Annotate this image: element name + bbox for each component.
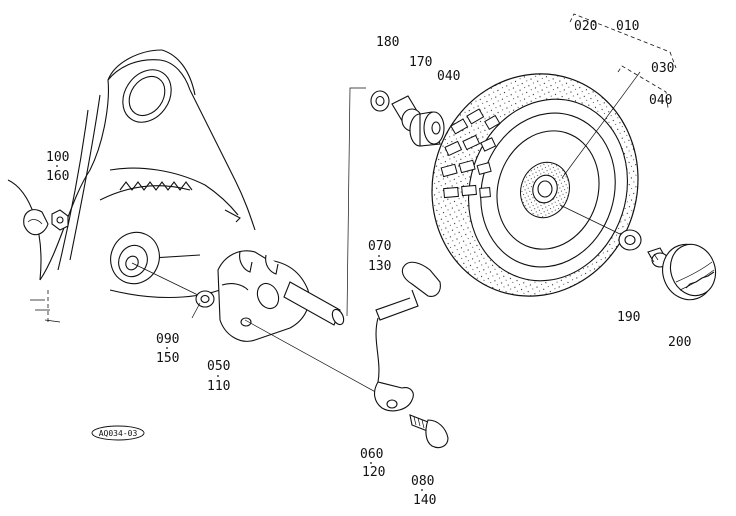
callout-030: 030 <box>651 61 674 76</box>
callout-070: 070 <box>368 239 391 254</box>
bolt-part <box>409 414 449 449</box>
callout-080: 080 <box>411 474 434 489</box>
callout-050: 050 <box>207 359 230 374</box>
callout-090: 090 <box>156 332 179 347</box>
callout-100: 100 <box>46 150 69 165</box>
assembly-brackets <box>569 13 677 109</box>
callout-010: 010 <box>616 19 639 34</box>
frame-housing <box>7 49 256 325</box>
washer-090-part <box>195 290 215 308</box>
callout-060: 060 <box>360 447 383 462</box>
callout-200: 200 <box>668 335 691 350</box>
callout-020: 020 <box>574 19 597 34</box>
callout-160: 160 <box>46 169 69 184</box>
wheel-part <box>431 71 641 297</box>
cap-nut-part <box>23 209 69 236</box>
callout-150: 150 <box>156 351 179 366</box>
callout-120: 120 <box>362 465 385 480</box>
callout-labels: 010 020 030 040 040 050 060 070 080 090 … <box>46 19 691 508</box>
hub-cap-200-part <box>662 243 717 301</box>
callout-110: 110 <box>207 379 230 394</box>
callout-040-upper: 040 <box>437 69 460 84</box>
callout-140: 140 <box>413 493 436 508</box>
figure-code-badge: AQ034-03 <box>91 425 145 441</box>
figure-code: AQ034-03 <box>99 429 138 438</box>
callout-170: 170 <box>409 55 432 70</box>
callout-190: 190 <box>617 310 640 325</box>
label-separators <box>56 165 423 491</box>
axle-leader <box>346 87 366 317</box>
wheel-tread <box>440 108 501 199</box>
height-lever-part <box>373 261 441 412</box>
axle-plate-part <box>217 250 391 401</box>
bearing-040-lower-part <box>618 229 642 251</box>
callout-180: 180 <box>376 35 399 50</box>
callout-130: 130 <box>368 259 391 274</box>
callout-040-lower: 040 <box>649 93 672 108</box>
washer-180-part <box>370 90 390 112</box>
bearing-040-upper-part <box>409 111 445 147</box>
